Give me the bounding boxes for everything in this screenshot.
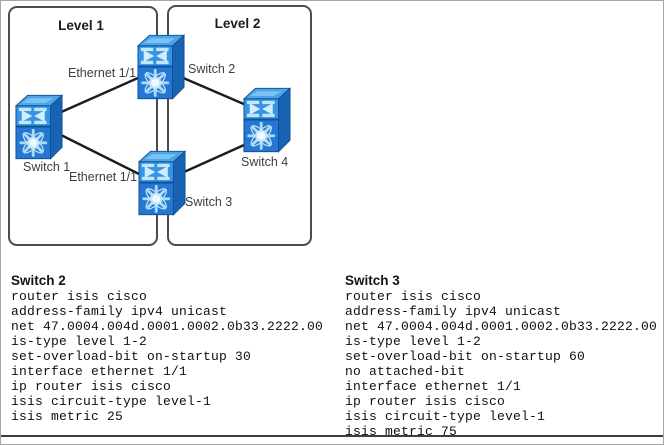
config-line: isis circuit-type level-1 [345, 409, 546, 424]
config-line: router isis cisco [11, 289, 148, 304]
switch4-label: Switch 4 [241, 155, 289, 169]
level2-box [167, 5, 312, 246]
switch2-config-title: Switch 2 [11, 273, 66, 288]
config-line: interface ethernet 1/1 [345, 379, 522, 394]
config-line: isis circuit-type level-1 [11, 394, 212, 409]
config-line: set-overload-bit on-startup 60 [345, 349, 586, 364]
config-line: ip router isis cisco [345, 394, 506, 409]
config-line: net 47.0004.004d.0001.0002.0b33.2222.00 [11, 319, 324, 334]
level1-box [8, 6, 158, 246]
config-line: is-type level 1-2 [11, 334, 148, 349]
config-line: no attached-bit [345, 364, 466, 379]
config-line: net 47.0004.004d.0001.0002.0b33.2222.00 [345, 319, 658, 334]
config-line: router isis cisco [345, 289, 482, 304]
switch1-label: Switch 1 [23, 160, 71, 174]
bottom-border [1, 435, 663, 437]
ethernet-label-top: Ethernet 1/1 [68, 66, 137, 80]
ethernet-label-bottom: Ethernet 1/1 [69, 170, 138, 184]
switch3-label: Switch 3 [185, 195, 233, 209]
switch4-icon [243, 87, 291, 153]
config-line: interface ethernet 1/1 [11, 364, 188, 379]
switch3-config-title: Switch 3 [345, 273, 400, 288]
config-line: address-family ipv4 unicast [11, 304, 228, 319]
level2-label: Level 2 [214, 16, 261, 31]
config-line: isis metric 25 [11, 409, 124, 424]
config-line: address-family ipv4 unicast [345, 304, 562, 319]
level1-label: Level 1 [58, 18, 104, 33]
switch2-label: Switch 2 [188, 62, 236, 76]
switch3-config: Switch 3 router isis cisco address-famil… [345, 273, 657, 439]
switch3-icon [138, 150, 186, 216]
config-line: is-type level 1-2 [345, 334, 482, 349]
switch2-icon [137, 34, 185, 100]
switch2-config: Switch 2 router isis cisco address-famil… [11, 273, 323, 424]
config-line: ip router isis cisco [11, 379, 172, 394]
switch1-icon [15, 94, 63, 160]
config-line: set-overload-bit on-startup 30 [11, 349, 252, 364]
